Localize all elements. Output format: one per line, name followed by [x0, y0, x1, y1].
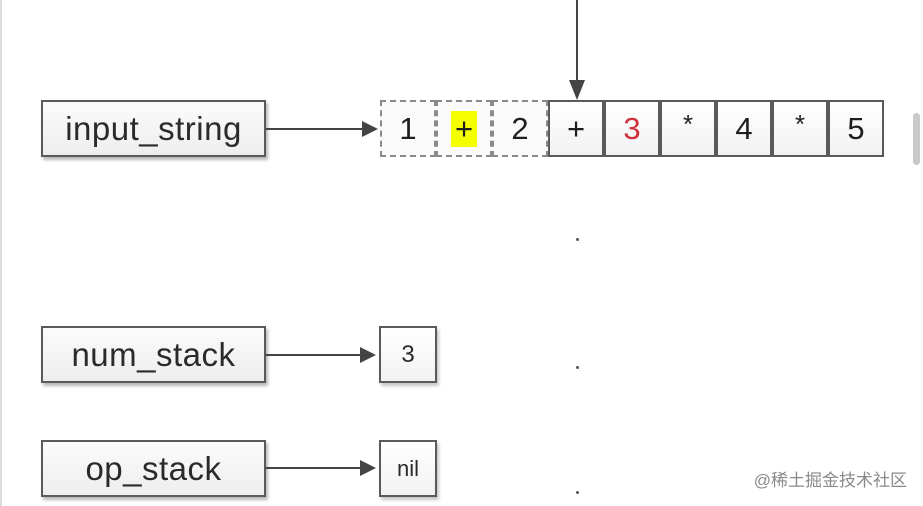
op-arrow-head	[360, 460, 376, 476]
input-cell-7: *	[772, 100, 828, 157]
num-arrow-head	[360, 347, 376, 363]
input-cell-0: 1	[380, 100, 436, 157]
input-cell-4: 3	[604, 100, 660, 157]
input-cell-2: 2	[492, 100, 548, 157]
input-cell-8: 5	[828, 100, 884, 157]
num-arrow-line	[266, 354, 362, 356]
op-arrow-line	[266, 467, 362, 469]
input-cell-3: +	[548, 100, 604, 157]
watermark: @稀土掘金技术社区	[753, 471, 907, 490]
dot-marker	[576, 366, 579, 369]
left-border	[0, 0, 2, 506]
dot-marker	[576, 238, 579, 241]
input-cell-5: *	[660, 100, 716, 157]
input-string-label: input_string	[41, 100, 266, 157]
dot-marker	[576, 491, 579, 494]
input-arrow-head	[362, 121, 378, 137]
num-stack-cell-0: 3	[379, 326, 437, 383]
op-stack-cell-0: nil	[379, 440, 437, 497]
input-cell-6: 4	[716, 100, 772, 157]
input-cell-1: +	[436, 100, 492, 157]
op-stack-label: op_stack	[41, 440, 266, 497]
num-stack-label: num_stack	[41, 326, 266, 383]
scrollbar-thumb[interactable]	[913, 113, 920, 165]
pointer-arrow-head	[569, 80, 585, 100]
input-arrow-line	[266, 128, 364, 130]
pointer-arrow-line	[576, 0, 578, 80]
